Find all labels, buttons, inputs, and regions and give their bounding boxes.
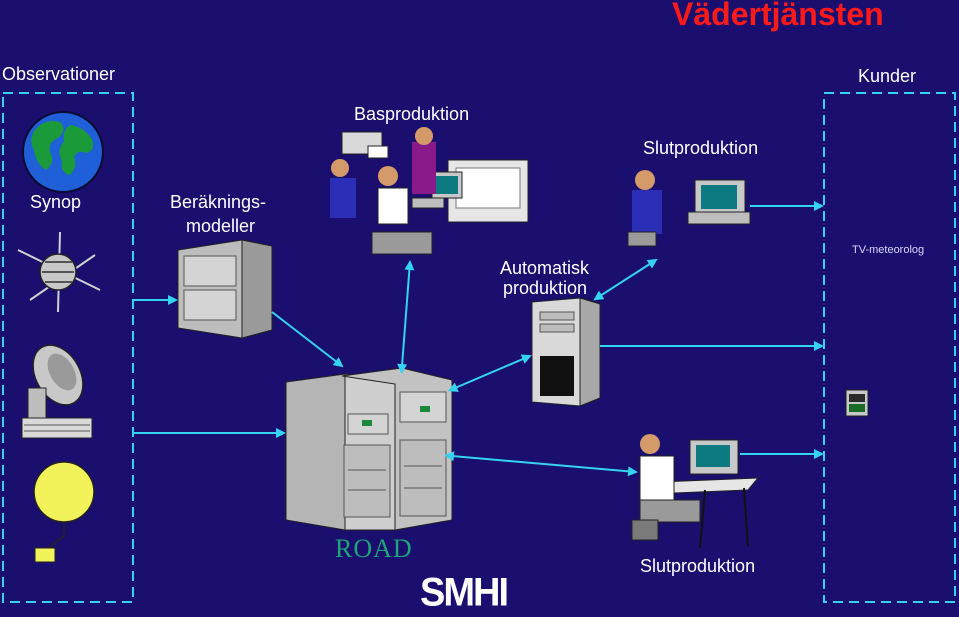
weather-balloon-icon xyxy=(33,461,95,563)
automatic-server-icon xyxy=(531,297,601,407)
globe-icon xyxy=(22,111,104,193)
road-label: ROAD xyxy=(335,534,413,563)
final-production-bottom-icon xyxy=(631,434,760,549)
synop-label: Synop xyxy=(30,192,82,212)
base-production-scene-icon xyxy=(330,127,529,255)
radar-dish-icon xyxy=(21,344,93,439)
arrow-road-automatic xyxy=(447,354,532,392)
base-production-label: Basproduktion xyxy=(354,104,470,124)
observations-heading: Observationer xyxy=(2,64,116,84)
van-icon xyxy=(845,389,869,417)
final-production-top-icon xyxy=(627,170,751,247)
arrow-road-final-bottom xyxy=(444,451,638,477)
automatic-label-line2: produktion xyxy=(503,278,588,298)
customers-box xyxy=(823,92,956,603)
smhi-logo: SMHI xyxy=(420,570,509,616)
tv-meteorologist-label: TV-meteorolog xyxy=(852,244,925,256)
customers-heading: Kunder xyxy=(858,66,917,86)
models-label-line1: Beräknings- xyxy=(170,192,267,212)
final-production-top-label: Slutproduktion xyxy=(643,138,759,158)
diagram-title: Vädertjänsten xyxy=(672,0,884,32)
arrow-road-base-production xyxy=(397,260,415,374)
automatic-label-line1: Automatisk xyxy=(500,258,590,278)
satellite-icon xyxy=(17,231,101,313)
models-label-line2: modeller xyxy=(186,216,256,236)
arrow-models-to-road xyxy=(271,311,344,368)
final-production-bottom-label: Slutproduktion xyxy=(640,556,756,576)
road-mainframe-icon xyxy=(285,367,453,531)
observations-box xyxy=(2,92,134,603)
model-computer-icon xyxy=(177,239,273,339)
arrow-automatic-final-top xyxy=(593,258,658,301)
